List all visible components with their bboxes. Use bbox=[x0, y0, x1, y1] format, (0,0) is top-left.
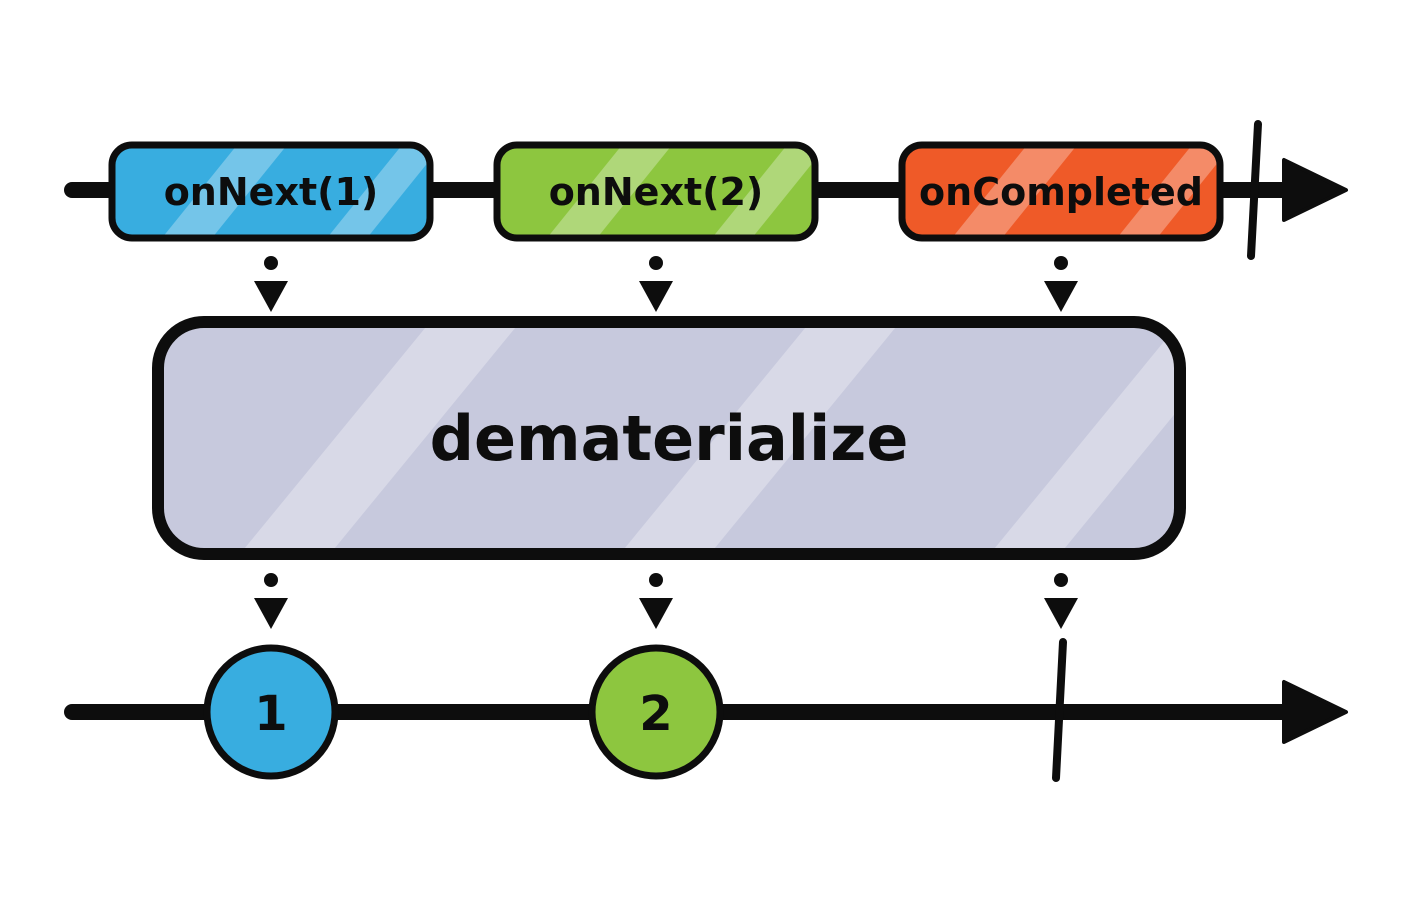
gloss-stripe bbox=[990, 322, 1180, 554]
flow-dot bbox=[649, 256, 663, 270]
operator-box-gloss bbox=[240, 322, 1180, 554]
flow-arrowhead-icon bbox=[1044, 598, 1078, 629]
flow-dot bbox=[1054, 573, 1068, 587]
marble-label: 1 bbox=[254, 686, 287, 742]
gloss-stripe bbox=[327, 145, 430, 238]
gloss-stripe bbox=[547, 145, 672, 238]
flow-arrow-down bbox=[639, 573, 673, 629]
event-label-onnext-1: onNext(1) bbox=[164, 170, 379, 214]
marble-2: 2 bbox=[588, 644, 724, 780]
flow-dot bbox=[1054, 256, 1068, 270]
gloss-stripe bbox=[712, 145, 815, 238]
event-box-gloss bbox=[547, 145, 815, 238]
event-box-onnext-1: onNext(1) bbox=[108, 141, 434, 242]
event-box-fill bbox=[112, 145, 430, 238]
event-box-outline bbox=[108, 141, 434, 242]
gloss-stripe bbox=[620, 322, 900, 554]
event-box-outline bbox=[898, 141, 1224, 242]
flow-arrows-into-operator bbox=[254, 256, 1078, 312]
event-box-oncompleted: onCompleted bbox=[898, 141, 1224, 242]
event-label-oncompleted: onCompleted bbox=[919, 170, 1203, 214]
flow-dot bbox=[264, 256, 278, 270]
operator-box-outline bbox=[152, 316, 1186, 560]
flow-arrowhead-icon bbox=[639, 281, 673, 312]
output-timeline-arrowhead-icon bbox=[1282, 680, 1348, 744]
marble-circle bbox=[588, 644, 724, 780]
marble-label: 2 bbox=[639, 686, 672, 742]
event-box-fill bbox=[902, 145, 1220, 238]
marble-circle bbox=[203, 644, 339, 780]
source-completion-tick bbox=[1247, 120, 1262, 260]
flow-arrowhead-icon bbox=[254, 598, 288, 629]
flow-arrow-down bbox=[639, 256, 673, 312]
event-box-fill bbox=[497, 145, 815, 238]
flow-arrowhead-icon bbox=[1044, 281, 1078, 312]
flow-arrow-down bbox=[1044, 573, 1078, 629]
flow-arrow-down bbox=[254, 256, 288, 312]
operator-label: dematerialize bbox=[430, 402, 909, 475]
flow-arrowhead-icon bbox=[254, 281, 288, 312]
event-box-gloss bbox=[952, 145, 1220, 238]
output-completion-tick bbox=[1052, 638, 1067, 782]
operator-box-fill bbox=[158, 322, 1180, 554]
gloss-stripe bbox=[162, 145, 287, 238]
flow-dot bbox=[264, 573, 278, 587]
event-box-onnext-2: onNext(2) bbox=[493, 141, 819, 242]
flow-arrow-down bbox=[1044, 256, 1078, 312]
event-box-outline bbox=[493, 141, 819, 242]
event-box-gloss bbox=[162, 145, 430, 238]
operator-box: dematerialize bbox=[152, 316, 1186, 560]
gloss-stripe bbox=[1117, 145, 1220, 238]
marble-1: 1 bbox=[203, 644, 339, 780]
source-timeline-arrowhead-icon bbox=[1282, 158, 1348, 222]
event-label-onnext-2: onNext(2) bbox=[549, 170, 764, 214]
flow-arrowhead-icon bbox=[639, 598, 673, 629]
flow-dot bbox=[649, 573, 663, 587]
source-timeline: onNext(1) onNext(2) onCo bbox=[64, 120, 1348, 260]
flow-arrows-out-of-operator bbox=[254, 573, 1078, 629]
gloss-stripe bbox=[240, 322, 520, 554]
gloss-stripe bbox=[952, 145, 1077, 238]
flow-arrow-down bbox=[254, 573, 288, 629]
output-timeline: 1 2 bbox=[64, 638, 1348, 782]
